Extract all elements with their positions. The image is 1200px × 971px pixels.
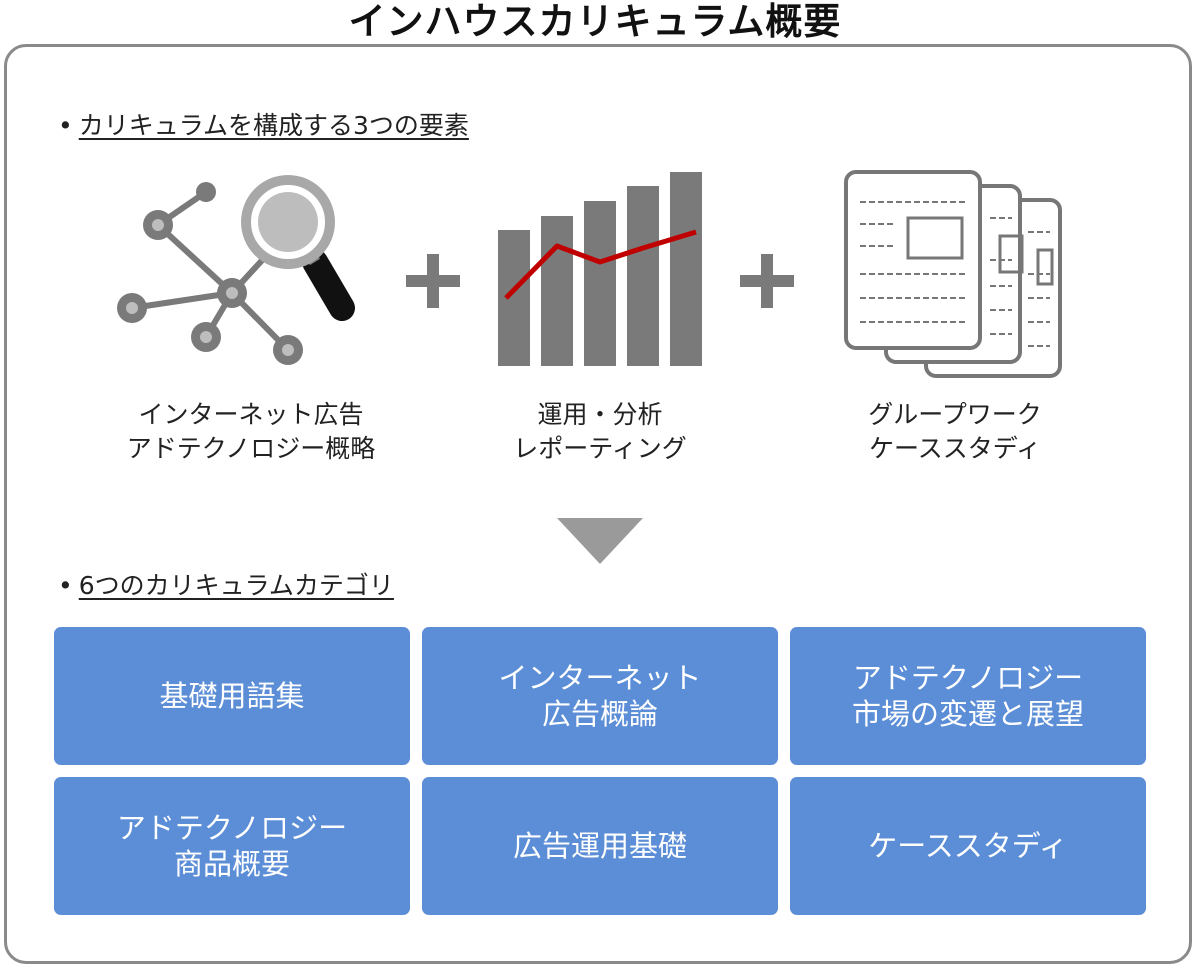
card-line: アドテクノロジー: [852, 661, 1084, 695]
element-label-group-work: グループワーク ケーススタディ: [820, 398, 1090, 466]
card-line: 商品概要: [173, 847, 290, 881]
network-magnifier-icon: [117, 175, 355, 365]
label-line: インターネット広告: [138, 400, 364, 429]
documents-icon: [844, 170, 1062, 378]
card-line: アドテクノロジー: [116, 811, 348, 845]
label-line: アドテクノロジー概略: [126, 434, 376, 463]
section-heading-text: 6つのカリキュラムカテゴリ: [78, 571, 394, 600]
card-line: インターネット: [498, 661, 702, 695]
category-card-ad-operations: 広告運用基礎: [422, 777, 778, 915]
bar: [670, 172, 702, 366]
section-heading-elements: •カリキュラムを構成する3つの要素: [58, 106, 469, 142]
element-label-ad-tech: インターネット広告 アドテクノロジー概略: [96, 398, 406, 466]
bar: [584, 201, 616, 366]
category-card-internet-ads: インターネット 広告概論: [422, 627, 778, 765]
bullet: •: [58, 111, 73, 140]
element-label-analytics: 運用・分析 レポーティング: [460, 398, 740, 466]
card-line: 市場の変遷と展望: [851, 697, 1084, 731]
card-line: 広告概論: [541, 697, 658, 731]
bar-chart-icon: [498, 172, 702, 366]
label-line: ケーススタディ: [868, 434, 1041, 463]
card-line: 広告運用基礎: [512, 829, 687, 863]
category-card-case-study: ケーススタディ: [790, 777, 1146, 915]
plus-icon: [406, 254, 460, 308]
bar: [541, 216, 573, 366]
bullet: •: [58, 571, 73, 600]
card-line: 基礎用語集: [159, 679, 305, 713]
bar: [498, 230, 530, 366]
card-line: ケーススタディ: [868, 829, 1068, 863]
section-heading-text: カリキュラムを構成する3つの要素: [78, 111, 469, 140]
content-frame: [4, 44, 1192, 964]
triangle-down-icon: [557, 518, 643, 564]
label-line: グループワーク: [868, 400, 1042, 429]
page-title: インハウスカリキュラム概要: [296, 0, 894, 44]
category-card-glossary: 基礎用語集: [54, 627, 410, 765]
category-card-adtech-market: アドテクノロジー 市場の変遷と展望: [790, 627, 1146, 765]
section-heading-categories: •6つのカリキュラムカテゴリ: [58, 566, 394, 602]
category-card-adtech-products: アドテクノロジー 商品概要: [54, 777, 410, 915]
plus-icon: [740, 254, 794, 308]
label-line: 運用・分析: [537, 400, 663, 429]
bar: [627, 186, 659, 366]
label-line: レポーティング: [513, 434, 687, 463]
